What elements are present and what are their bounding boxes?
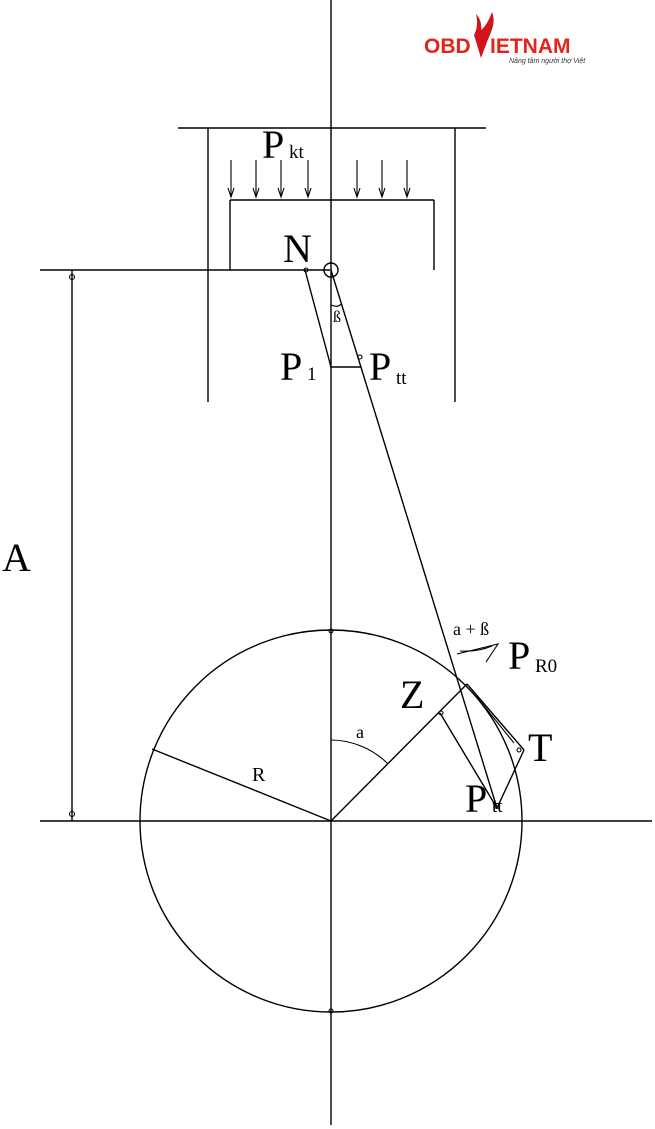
label-ptt-top-sub: tt [396,368,407,389]
crank-circle [139,629,523,1013]
logo-text-left: OBD [424,35,471,58]
radius-r-line [151,748,332,822]
dimension-a [40,269,330,821]
connecting-rod [330,269,498,809]
label-ptt-top-main: P [369,344,391,389]
force-decomposition-crank [438,643,525,810]
label-pr0-sub: R0 [535,656,557,677]
label-alpha: a [356,722,364,742]
logo-tagline: Nâng tầm người thợ Việt [509,56,586,65]
force-triangle-top [303,267,363,368]
label-r: R [252,764,266,786]
force-z-line [439,712,498,809]
crank-arm [330,683,468,822]
label-a-dimension: A [2,535,31,580]
force-t-parallel-line [475,695,515,744]
piston [229,199,435,270]
label-p1-main: P [280,344,302,389]
flame-icon [474,12,494,58]
label-t: T [528,725,552,770]
label-p1-sub: 1 [307,364,317,385]
alpha-beta-angle-arc [459,645,493,652]
force-t-line [466,683,525,751]
label-n: N [283,226,312,271]
alpha-angle-arc [330,739,389,765]
label-beta: ß [333,309,341,326]
force-t-closing-line [496,749,525,809]
label-ptt-bottom-main: P [465,776,487,821]
piston-pin [323,262,339,278]
label-alpha-plus-beta: a + ß [453,619,489,639]
label-ptt-bottom-sub: tt [492,796,503,817]
obd-vietnam-logo: OBD IETNAM Nâng tầm người thợ Việt [424,12,586,65]
label-pr0-main: P [508,633,530,678]
label-pkt-sub: kt [289,142,305,163]
label-z: Z [400,672,424,717]
logo-text-right: IETNAM [490,35,571,58]
gas-pressure-arrows [227,160,411,199]
pr0-force-arrow [456,643,500,663]
label-pkt-main: P [262,122,284,167]
beta-angle-arc [330,303,342,307]
force-pn-line [304,269,332,368]
